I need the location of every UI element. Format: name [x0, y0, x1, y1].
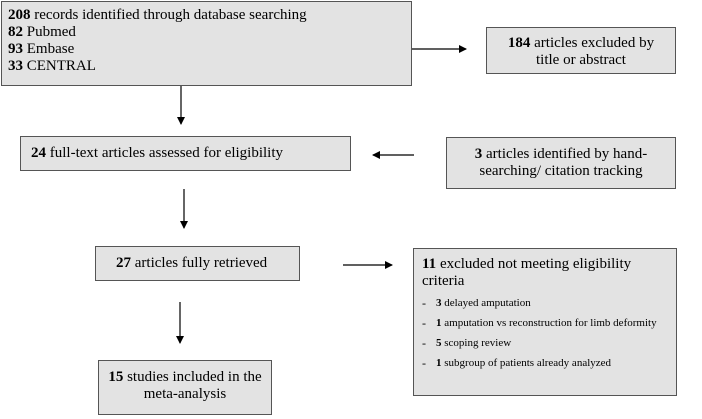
hand-search-box: 3 articles identified by hand-searching/…	[446, 137, 676, 189]
exclusion-reason: -5 scoping review	[422, 336, 512, 350]
exclusion-reason: -3 delayed amputation	[422, 296, 531, 310]
retrieved-box: 27 articles fully retrieved	[95, 246, 300, 281]
fulltext-box: 24 full-text articles assessed for eligi…	[20, 136, 351, 171]
excluded-eligibility-heading: 11 excluded not meeting eligibility crit…	[422, 256, 632, 289]
exclusion-reason: -1 amputation vs reconstruction for limb…	[422, 316, 657, 330]
excluded-title-box: 184 articles excluded by title or abstra…	[486, 27, 676, 74]
identification-box: 208 records identified through database …	[1, 1, 412, 86]
excluded-eligibility-box: 11 excluded not meeting eligibility crit…	[413, 248, 677, 396]
identification-line: 33 CENTRAL	[8, 58, 96, 74]
identification-line: 82 Pubmed	[8, 24, 76, 40]
identification-line: 93 Embase	[8, 41, 75, 57]
exclusion-reason: -1 subgroup of patients already analyzed	[422, 356, 612, 370]
identification-line: 208 records identified through database …	[8, 7, 307, 23]
included-box: 15 studies included in the meta-analysis	[98, 360, 272, 415]
